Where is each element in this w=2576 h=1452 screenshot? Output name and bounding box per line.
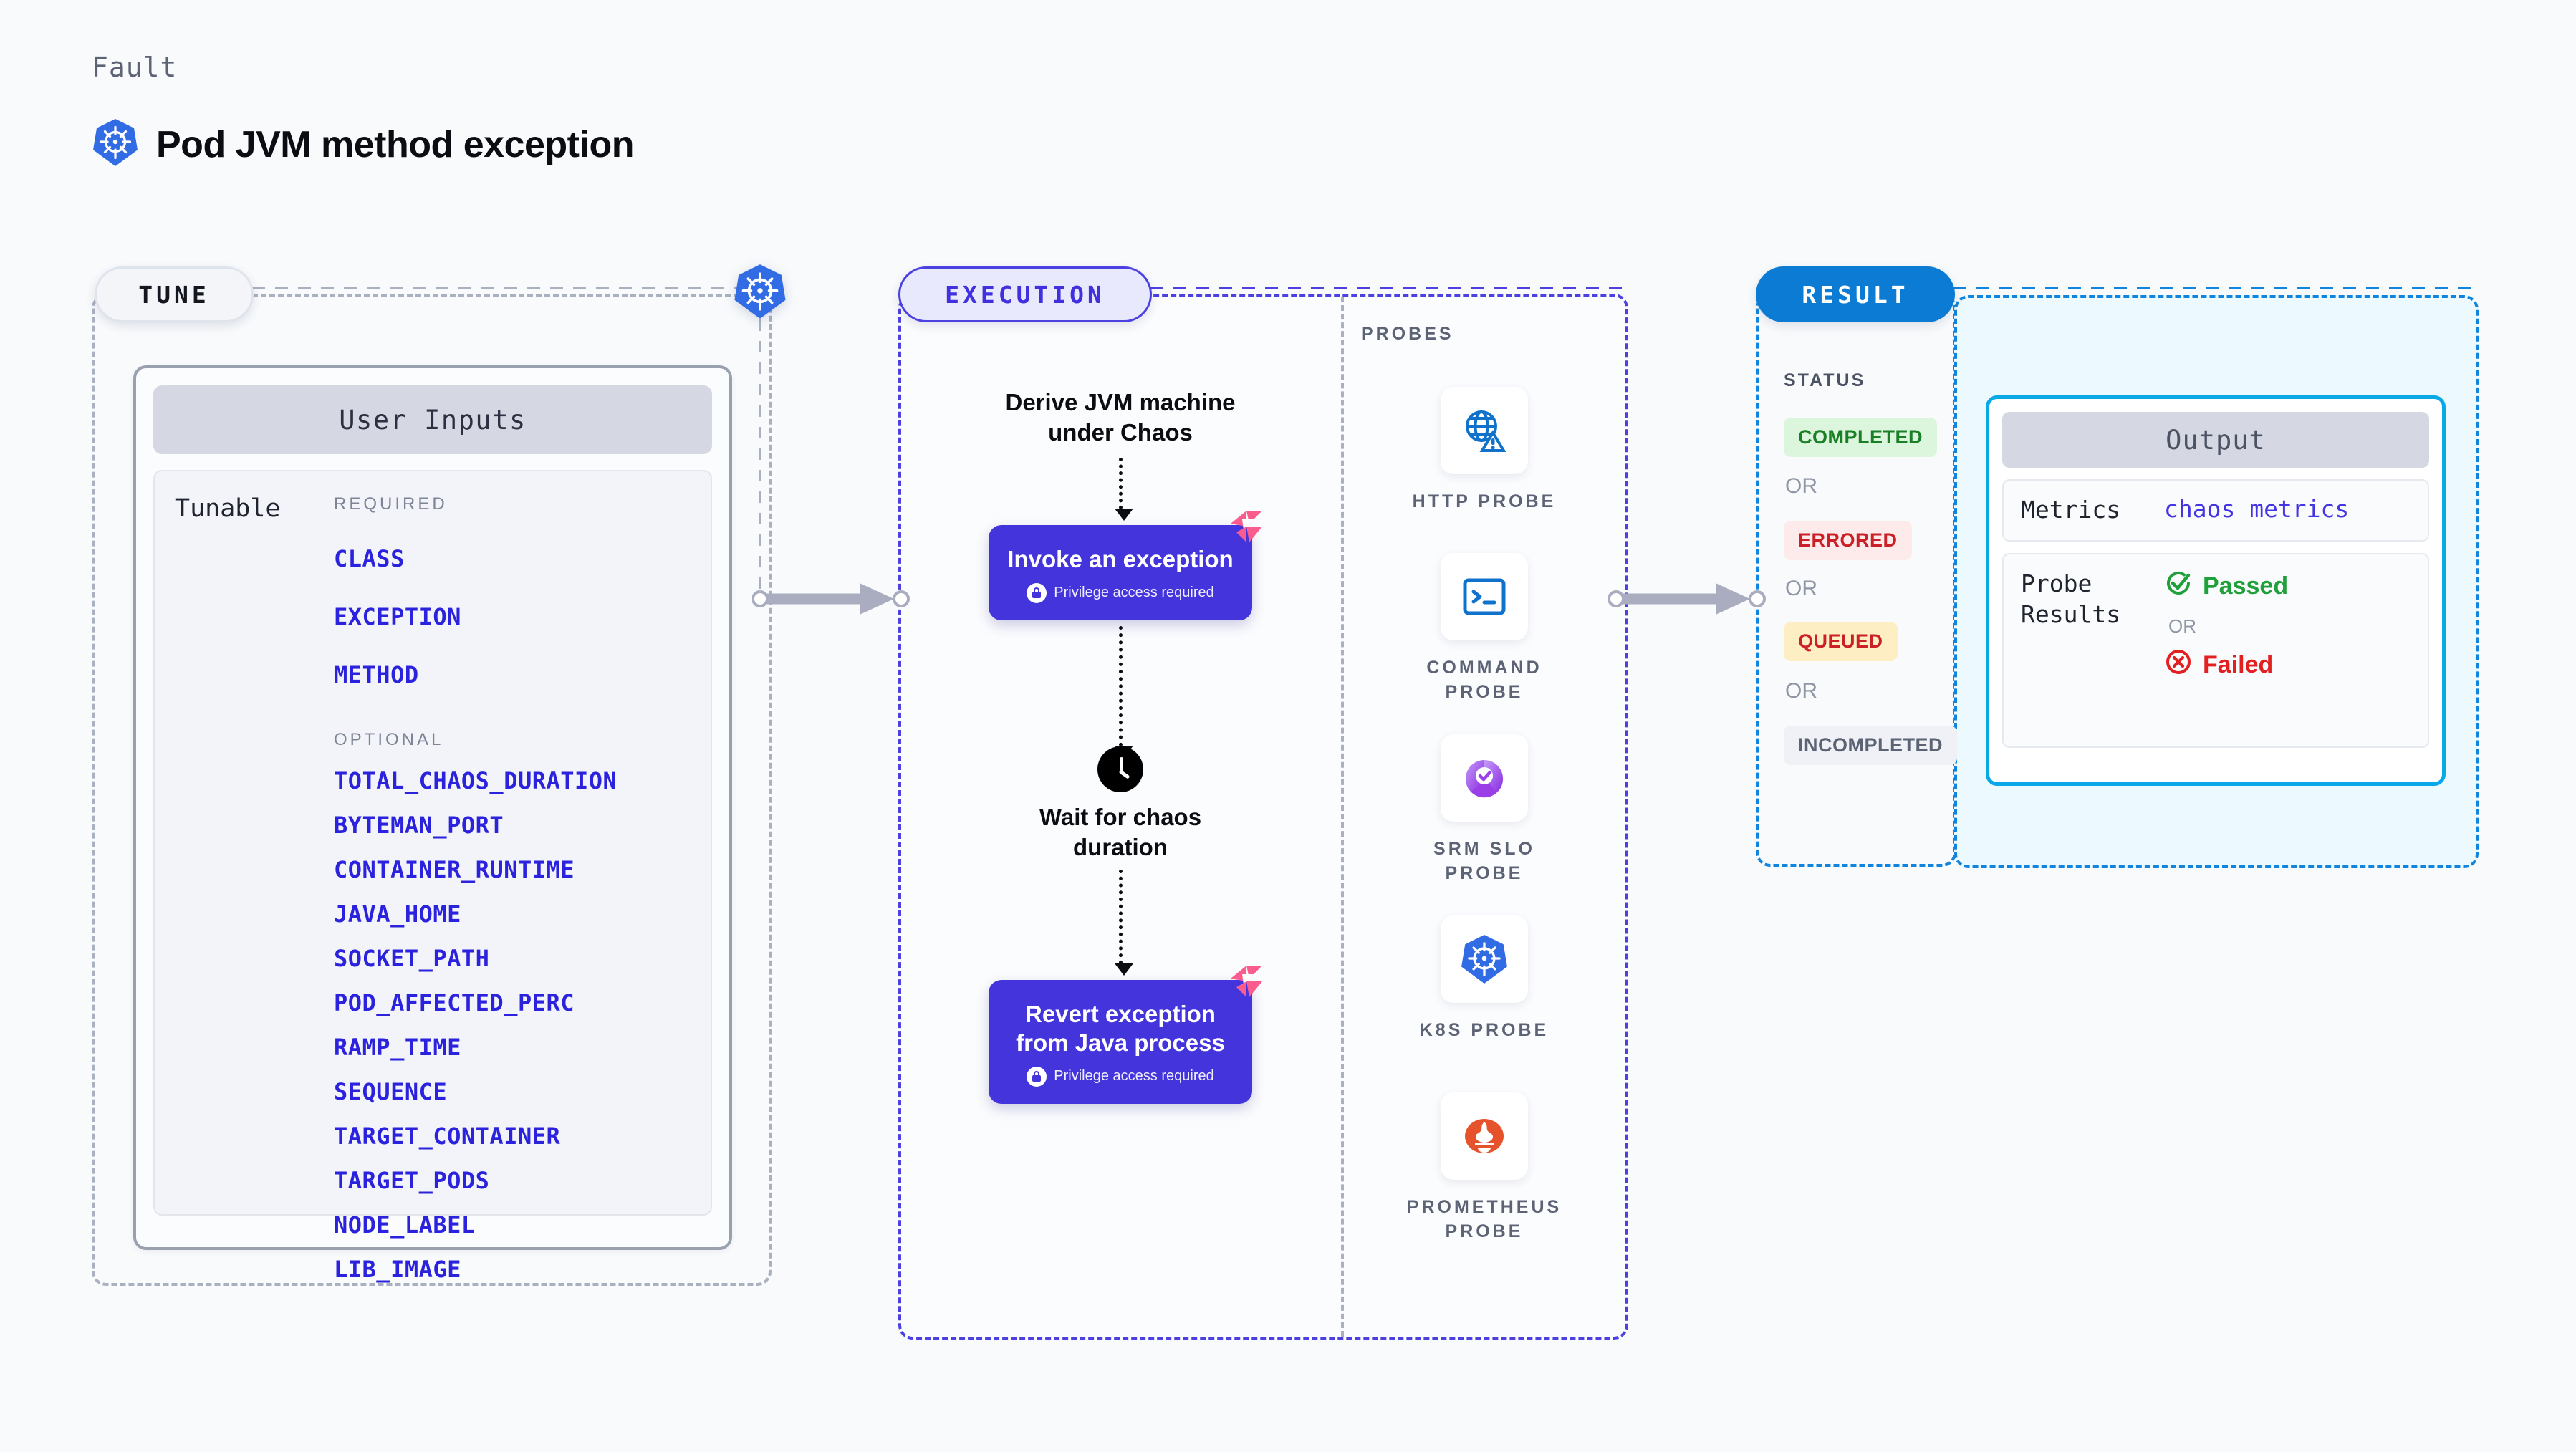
user-inputs-title: User Inputs — [153, 385, 712, 454]
tune-to-k8s-connector — [252, 287, 746, 289]
probes-heading: PROBES — [1361, 324, 1454, 344]
output-title: Output — [2002, 412, 2429, 468]
param-target-container[interactable]: TARGET_CONTAINER — [334, 1122, 561, 1150]
status-or-2: OR — [1785, 577, 1817, 600]
flow-arrow-2 — [1114, 625, 1133, 758]
probe-result-passed: Passed — [2164, 569, 2288, 604]
clock-icon — [1097, 746, 1143, 792]
kubernetes-icon — [93, 118, 138, 170]
failed-label: Failed — [2203, 650, 2274, 678]
user-inputs-card: User Inputs Tunable REQUIRED CLASS EXCEP… — [133, 365, 732, 1283]
output-row-metrics: Metrics chaos metrics — [2002, 479, 2429, 542]
result-pill-connector — [1953, 287, 2481, 289]
k8s-badge-drop-line — [759, 319, 761, 597]
lock-icon — [1027, 582, 1047, 603]
eyebrow-label: Fault — [92, 52, 178, 83]
globe-warning-icon — [1441, 387, 1528, 474]
status-badge-queued: QUEUED — [1784, 622, 1898, 661]
probe-result-or: OR — [2168, 615, 2196, 637]
param-class[interactable]: CLASS — [334, 545, 405, 572]
probe-label: K8S PROBE — [1419, 1020, 1549, 1040]
probe-result-failed: Failed — [2164, 648, 2288, 683]
param-ramp-time[interactable]: RAMP_TIME — [334, 1034, 461, 1061]
step-note: Privilege access required — [1001, 1066, 1239, 1087]
param-target-pods[interactable]: TARGET_PODS — [334, 1167, 490, 1194]
x-circle-icon — [2164, 648, 2193, 683]
check-circle-icon — [2164, 569, 2193, 604]
tunable-label: Tunable — [175, 494, 281, 523]
litmus-icon — [1225, 508, 1264, 547]
probes-divider — [1341, 297, 1344, 1337]
param-java-home[interactable]: JAVA_HOME — [334, 900, 461, 928]
group-heading-required: REQUIRED — [334, 494, 448, 514]
status-badge-errored: ERRORED — [1784, 521, 1912, 560]
status-or-3: OR — [1785, 679, 1817, 703]
probe-results-values: Passed OR Failed — [2164, 569, 2288, 683]
metrics-key: Metrics — [2021, 496, 2121, 524]
param-pod-affected-perc[interactable]: POD_AFFECTED_PERC — [334, 989, 575, 1016]
page-title-row: Pod JVM method exception — [93, 118, 634, 170]
param-exception[interactable]: EXCEPTION — [334, 603, 461, 630]
param-node-label[interactable]: NODE_LABEL — [334, 1211, 476, 1239]
status-or-1: OR — [1785, 474, 1817, 498]
tune-to-execution-arrow — [752, 583, 910, 615]
litmus-icon — [1225, 963, 1264, 1001]
step-note-text: Privilege access required — [1054, 585, 1214, 601]
stage-pill-tune[interactable]: TUNE — [95, 266, 254, 322]
step-note-text: Privilege access required — [1054, 1068, 1214, 1085]
flow-arrow-1 — [1114, 458, 1133, 521]
optional-params-list: TOTAL_CHAOS_DURATION BYTEMAN_PORT CONTAI… — [334, 767, 711, 1283]
srm-slo-icon — [1441, 734, 1528, 822]
execution-pill-connector — [1150, 287, 1630, 289]
page-title: Pod JVM method exception — [156, 123, 634, 165]
probe-k8s[interactable]: K8S PROBE — [1398, 915, 1570, 1043]
prometheus-icon — [1441, 1092, 1528, 1180]
stage-pill-execution[interactable]: EXECUTION — [898, 266, 1152, 322]
step-title: Invoke an exception — [1007, 546, 1234, 573]
execution-to-result-arrow — [1608, 583, 1766, 615]
terminal-icon — [1441, 553, 1528, 640]
group-heading-optional: OPTIONAL — [334, 730, 444, 749]
passed-label: Passed — [2203, 572, 2289, 600]
status-badge-completed: COMPLETED — [1784, 418, 1938, 457]
kubernetes-badge-icon — [732, 264, 788, 319]
param-byteman-port[interactable]: BYTEMAN_PORT — [334, 812, 504, 839]
probe-http[interactable]: HTTP PROBE — [1398, 387, 1570, 514]
required-params-list: CLASS EXCEPTION METHOD — [334, 545, 711, 688]
param-method[interactable]: METHOD — [334, 661, 419, 688]
param-socket-path[interactable]: SOCKET_PATH — [334, 945, 490, 972]
probe-label: HTTP PROBE — [1412, 491, 1557, 511]
param-sequence[interactable]: SEQUENCE — [334, 1078, 448, 1105]
stage-pill-result[interactable]: RESULT — [1756, 266, 1955, 322]
flow-arrow-3 — [1114, 870, 1133, 976]
param-lib-image[interactable]: LIB_IMAGE — [334, 1256, 461, 1283]
param-total-chaos-duration[interactable]: TOTAL_CHAOS_DURATION — [334, 767, 617, 794]
params-column: REQUIRED CLASS EXCEPTION METHOD OPTIONAL… — [334, 494, 711, 1283]
lock-icon — [1027, 1066, 1047, 1087]
status-heading: STATUS — [1784, 370, 1866, 390]
kubernetes-icon — [1441, 915, 1528, 1003]
tune-stage-container — [92, 294, 772, 1286]
param-container-runtime[interactable]: CONTAINER_RUNTIME — [334, 856, 575, 883]
step-note: Privilege access required — [1001, 582, 1239, 603]
status-badge-incompleted: INCOMPLETED — [1784, 726, 1958, 765]
execution-step-invoke-exception[interactable]: Invoke an exception Privilege access req… — [989, 511, 1262, 620]
metrics-value[interactable]: chaos metrics — [2164, 495, 2350, 523]
user-inputs-body: Tunable REQUIRED CLASS EXCEPTION METHOD … — [153, 470, 712, 1283]
